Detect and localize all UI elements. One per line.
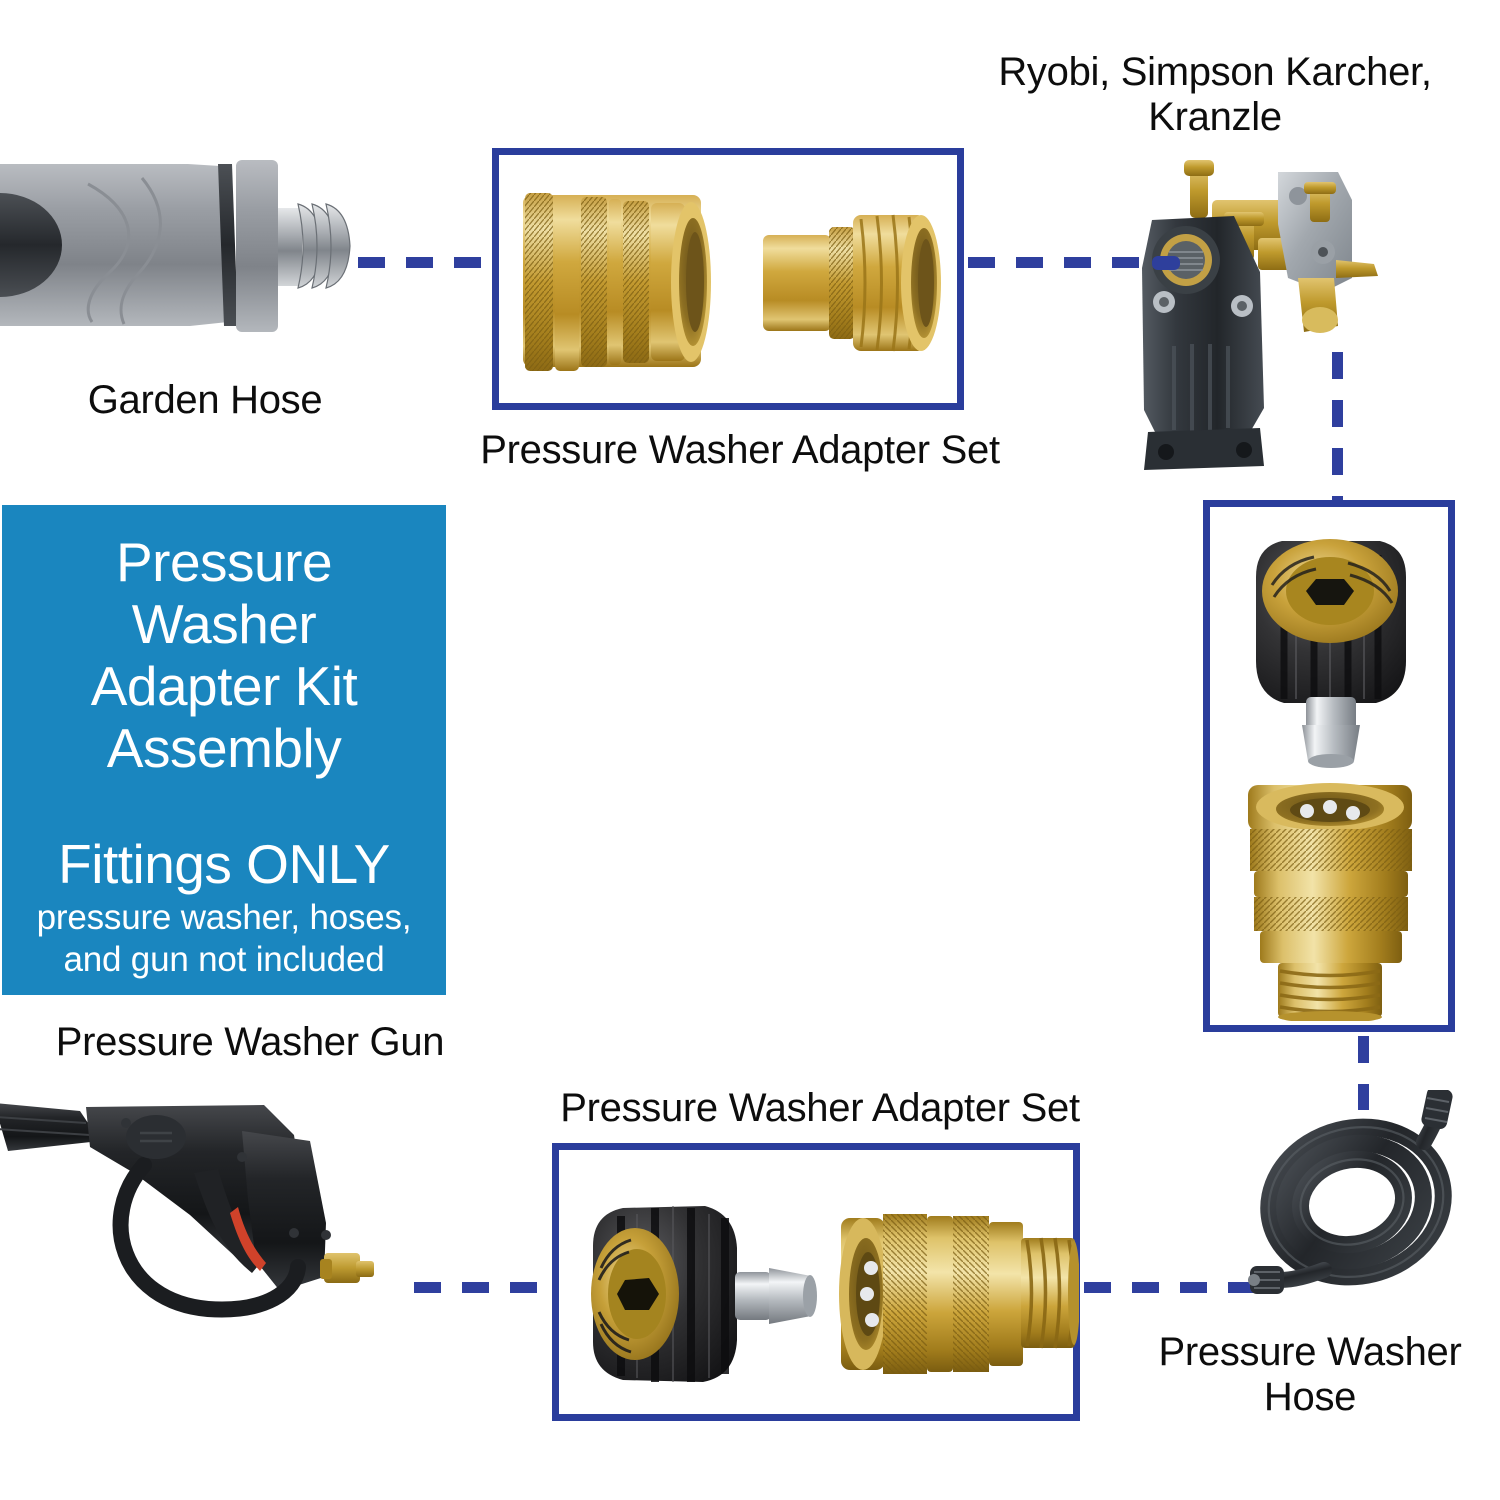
info-panel-note: pressure washer, hoses, and gun not incl… <box>36 898 412 980</box>
garden-hose-label: Garden Hose <box>87 378 323 422</box>
connector-right-box-to-hose <box>1358 1036 1369 1110</box>
brass-quick-connect-female-image <box>519 183 739 383</box>
info-panel-emphasis: Fittings ONLY <box>58 832 390 895</box>
m22-swivel-nut-bottom-image <box>579 1194 829 1394</box>
m22-swivel-nut-top-image <box>1236 529 1426 769</box>
connector-top-box-to-pump <box>968 257 1162 268</box>
pressure-washer-hose-label: Pressure Washer Hose <box>1158 1330 1462 1419</box>
garden-hose-nozzle-image <box>0 150 382 340</box>
info-panel-heading: Pressure Washer Adapter Kit Assembly <box>90 531 358 780</box>
info-panel: Pressure Washer Adapter Kit Assembly Fit… <box>2 505 446 995</box>
brands-label: Ryobi, Simpson Karcher, Kranzle <box>998 50 1432 139</box>
connector-bottom-box-to-hose <box>1084 1282 1256 1293</box>
adapter-set-bottom-box <box>552 1143 1080 1421</box>
pressure-washer-gun-image <box>0 1095 434 1385</box>
connector-hose-to-top-box <box>358 257 494 268</box>
brass-socket-male-thread-image <box>1234 779 1432 1021</box>
pressure-washer-pump-image <box>1138 160 1408 480</box>
brass-quick-connect-male-image <box>761 199 947 367</box>
connector-pump-to-right-box <box>1332 352 1343 504</box>
adapter-set-bottom-label: Pressure Washer Adapter Set <box>560 1086 1080 1130</box>
right-adapter-box <box>1203 500 1455 1032</box>
pressure-washer-gun-label: Pressure Washer Gun <box>55 1020 445 1064</box>
adapter-set-top-box <box>492 148 964 410</box>
pressure-washer-hose-image <box>1228 1090 1488 1310</box>
brass-socket-bottom-image <box>831 1190 1079 1396</box>
adapter-set-top-label: Pressure Washer Adapter Set <box>480 428 1000 472</box>
connector-gun-to-bottom-box <box>414 1282 556 1293</box>
